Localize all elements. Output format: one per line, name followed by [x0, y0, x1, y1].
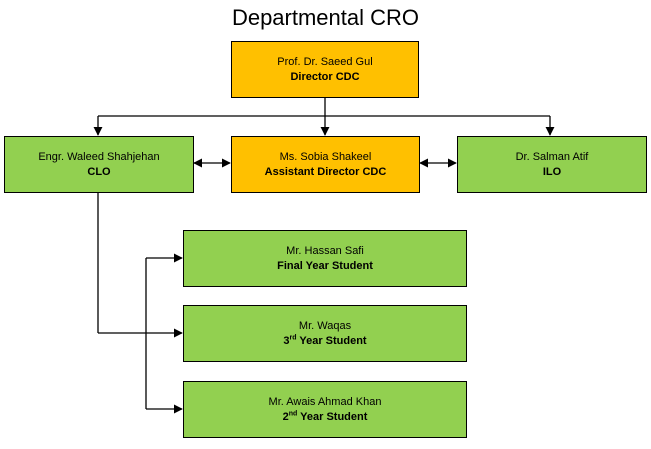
- chart-title: Departmental CRO: [231, 5, 420, 30]
- clo-name: Engr. Waleed Shahjehan: [38, 150, 160, 163]
- third-year-role-text: Year Student: [296, 334, 367, 347]
- second-year-role-number: 2: [282, 410, 289, 423]
- second-year-name: Mr. Awais Ahmad Khan: [268, 395, 382, 408]
- clo-box: Engr. Waleed Shahjehan CLO: [4, 136, 194, 193]
- final-year-role: Final Year Student: [277, 259, 373, 272]
- third-year-role: 3rd Year Student: [283, 334, 366, 349]
- second-year-box: Mr. Awais Ahmad Khan 2nd Year Student: [183, 381, 467, 438]
- third-year-box: Mr. Waqas 3rd Year Student: [183, 305, 467, 362]
- final-year-box: Mr. Hassan Safi Final Year Student: [183, 230, 467, 287]
- ilo-box: Dr. Salman Atif ILO: [457, 136, 647, 193]
- director-box: Prof. Dr. Saeed Gul Director CDC: [231, 41, 419, 98]
- third-year-name: Mr. Waqas: [298, 319, 352, 332]
- director-name: Prof. Dr. Saeed Gul: [277, 55, 373, 68]
- ilo-name: Dr. Salman Atif: [515, 150, 589, 163]
- assistant-director-role: Assistant Director CDC: [264, 165, 387, 178]
- second-year-role-text: Year Student: [297, 410, 368, 423]
- assistant-director-name: Ms. Sobia Shakeel: [279, 150, 372, 163]
- third-year-role-number: 3: [283, 334, 290, 347]
- clo-role: CLO: [87, 165, 111, 178]
- second-year-role-suffix: nd: [288, 409, 298, 417]
- final-year-name: Mr. Hassan Safi: [286, 244, 364, 257]
- ilo-role: ILO: [542, 165, 562, 178]
- second-year-role: 2nd Year Student: [283, 410, 368, 425]
- third-year-role-suffix: rd: [289, 333, 297, 341]
- assistant-director-box: Ms. Sobia Shakeel Assistant Director CDC: [231, 136, 420, 193]
- director-role: Director CDC: [290, 70, 360, 83]
